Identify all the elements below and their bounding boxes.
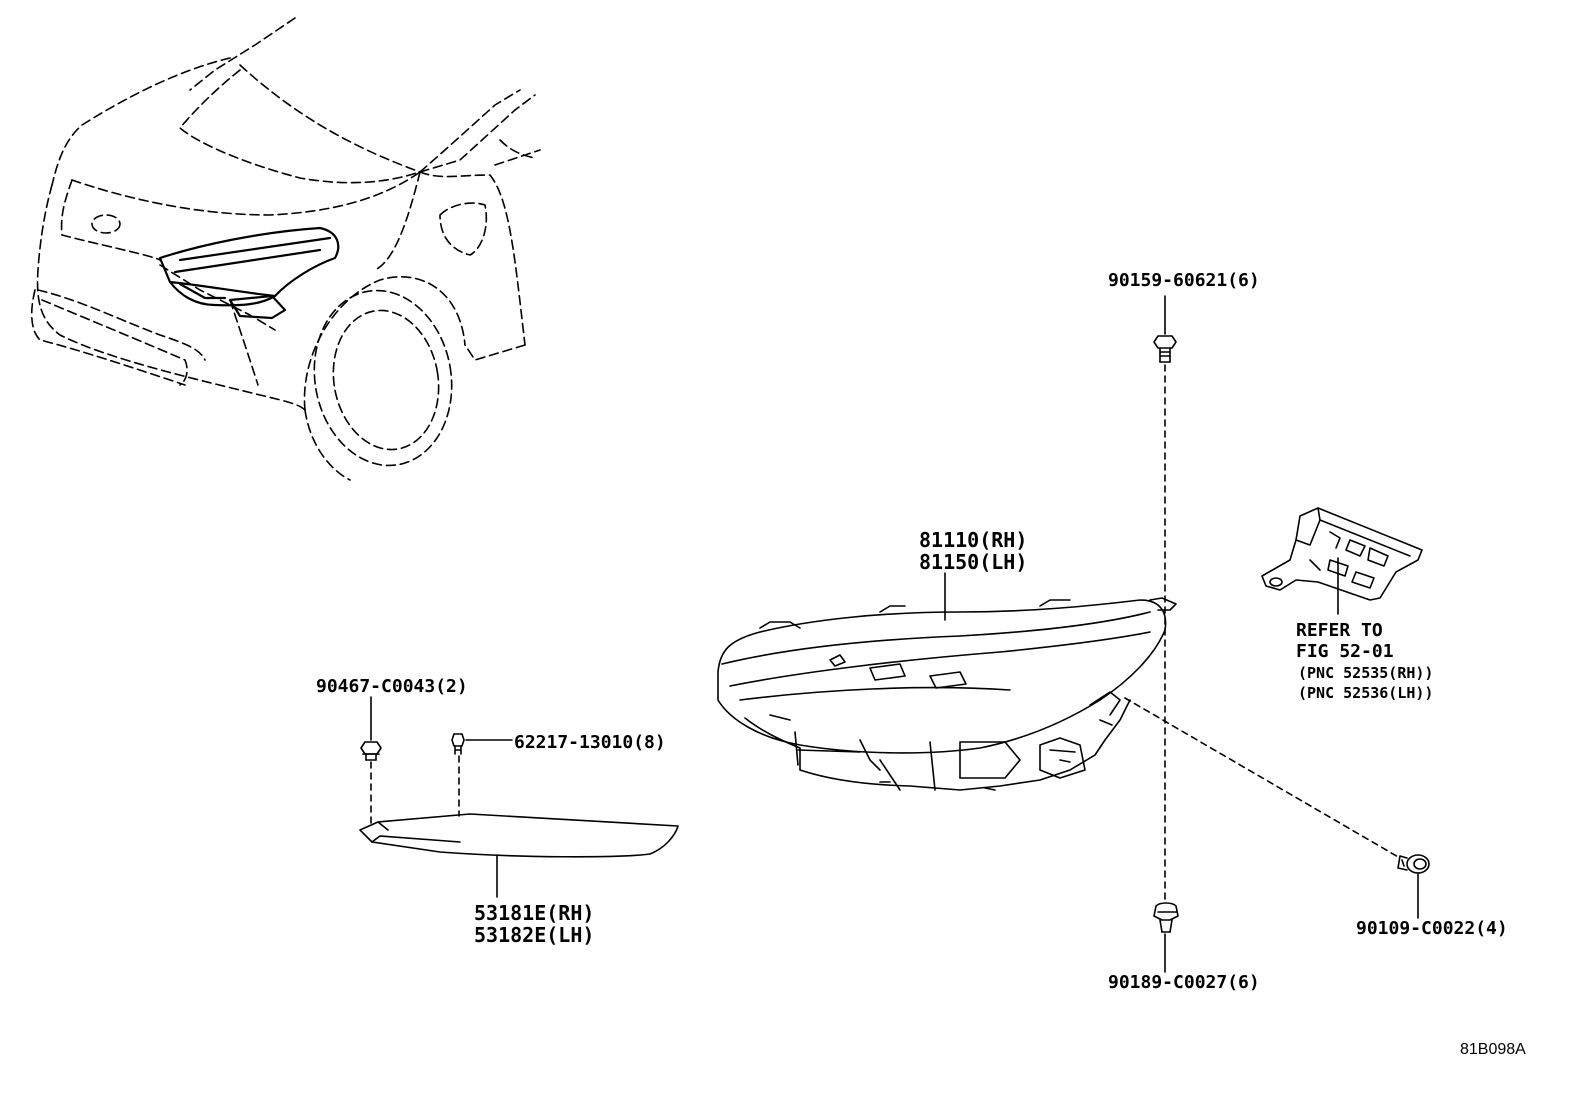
leader-lines	[371, 296, 1418, 972]
part-label-headlamp-rh[interactable]: 81110(RH)	[919, 528, 1028, 552]
screw-bottom-icon	[1154, 903, 1178, 932]
lower-cover-illustration	[360, 814, 678, 857]
vehicle-headlamp-highlight	[160, 228, 338, 318]
part-label-nut-left[interactable]: 90467-C0043(2)	[316, 676, 468, 697]
bracket-illustration	[1262, 508, 1422, 600]
part-label-bolt-top[interactable]: 90159-60621(6)	[1108, 270, 1260, 291]
part-label-headlamp-lh[interactable]: 81150(LH)	[919, 550, 1028, 574]
clip-icon	[452, 734, 464, 754]
vehicle-outline-illustration	[32, 18, 540, 480]
part-label-screw-bottom[interactable]: 90189-C0027(6)	[1108, 972, 1260, 993]
refer-pnc-rh-label: (PNC 52535(RH))	[1298, 664, 1434, 682]
diagram-id: 81B098A	[1460, 1041, 1526, 1058]
headlamp-assembly-illustration	[718, 598, 1176, 790]
nut-left-icon	[361, 742, 381, 760]
refer-fig-label[interactable]: FIG 52-01	[1296, 641, 1394, 662]
screw-right-icon	[1398, 855, 1429, 873]
refer-pnc-lh-label: (PNC 52536(LH))	[1298, 684, 1434, 702]
part-label-clip[interactable]: 62217-13010(8)	[514, 732, 666, 753]
bolt-top-icon	[1154, 336, 1176, 362]
refer-to-label: REFER TO	[1296, 620, 1383, 641]
part-label-cover-lh[interactable]: 53182E(LH)	[474, 923, 595, 947]
part-label-screw-right[interactable]: 90109-C0022(4)	[1356, 918, 1508, 939]
fastener-guide-lines	[371, 365, 1400, 902]
part-label-cover-rh[interactable]: 53181E(RH)	[474, 901, 595, 925]
